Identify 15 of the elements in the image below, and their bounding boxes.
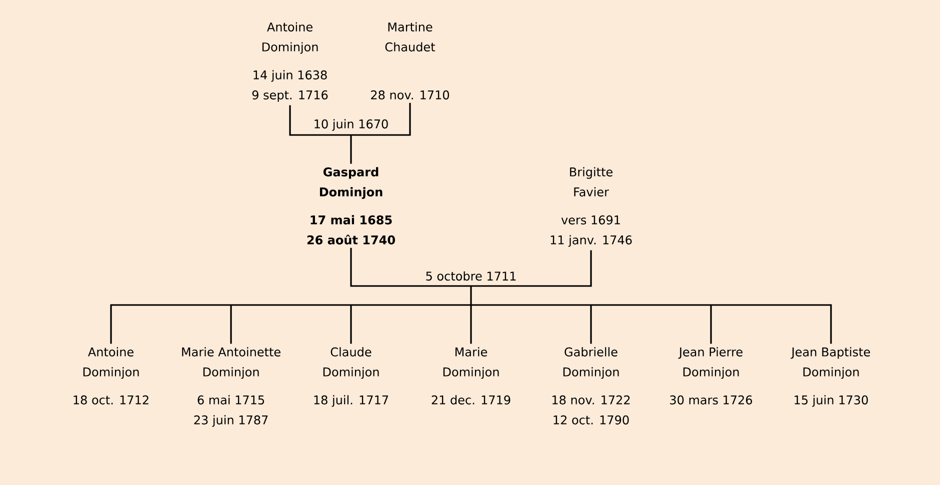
person-entry: Gabrielle Dominjon 18 nov. 1722 12 oct. 1790: [552, 347, 630, 424]
person-entry: Gaspard Dominjon 17 mai 1685 26 août 1740: [307, 167, 395, 244]
person-entry: Brigitte Favier vers 1691 11 janv. 1746: [550, 167, 632, 247]
person-entry: Antoine Dominjon 18 oct. 1712: [74, 347, 148, 404]
person-entry: Martine Chaudet 28 nov. 1710: [371, 22, 450, 100]
person-entry: Antoine Dominjon 14 juin 1638 9 sept. 1716: [252, 22, 328, 102]
connector-line: [110, 248, 832, 344]
person-entry: Marie Antoinette Dominjon 6 mai 1715 23 juin 1787: [182, 347, 280, 427]
person-entry: Jean Pierre Dominjon 30 mars 1726: [670, 347, 752, 404]
person-entry: Claude Dominjon 18 juil. 1717: [314, 347, 388, 407]
connector-line: [289, 102, 411, 164]
edge-label: 10 juin 1670: [312, 118, 390, 132]
edge-label: 5 octobre 1711: [424, 270, 518, 282]
person-entry: Jean Baptiste Dominjon 15 juin 1730: [790, 347, 870, 407]
person-entry: Marie Dominjon 21 dec. 1719: [432, 347, 510, 404]
